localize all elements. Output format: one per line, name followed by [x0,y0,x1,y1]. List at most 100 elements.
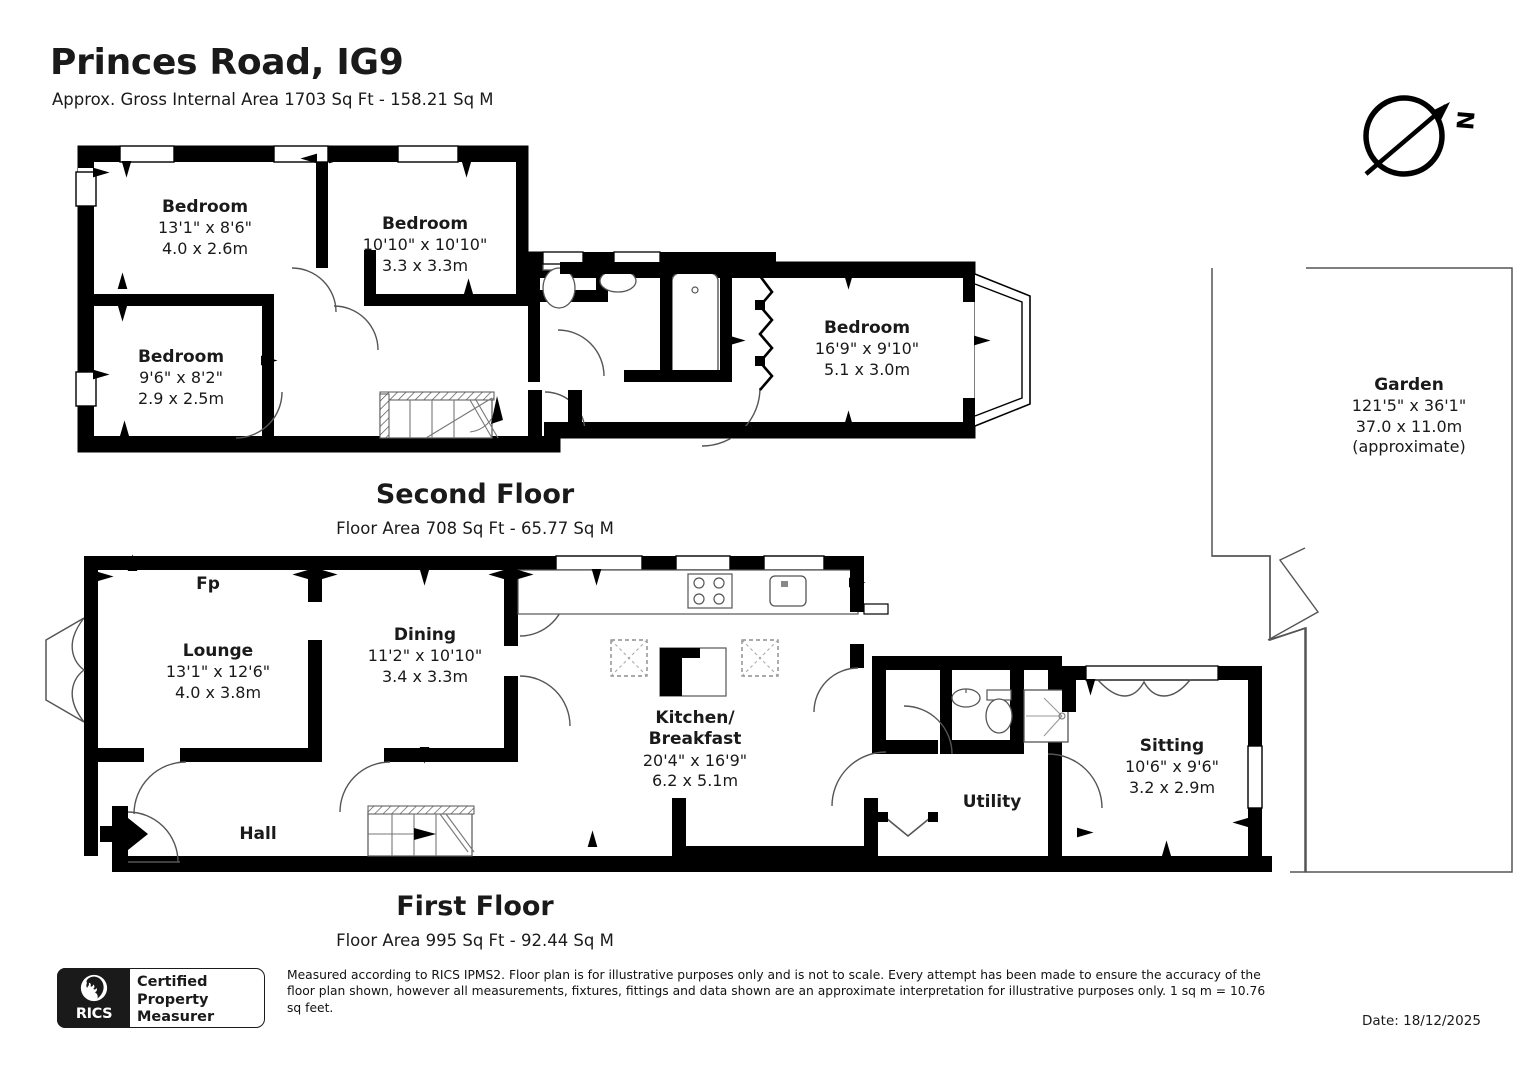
sink-icon [769,575,807,607]
room-metric: 37.0 x 11.0m [1355,416,1463,436]
door-2f-bed2 [333,305,379,351]
wall-1f-dining-right-b [504,676,518,762]
wall-1f-utility-left [872,656,886,752]
window-1f-kitchen-c [763,555,825,571]
dimension-arrows-2f [93,153,991,437]
rics-caption-line-1: Certified [137,974,208,990]
page-title: Princes Road, IG9 [50,42,404,83]
compass-arrowhead [1430,102,1450,122]
room-metric: 4.0 x 2.6m [161,238,249,258]
door-2f-bed1 [291,267,337,313]
room-label-bedroom-1: Bedroom 13'1" x 8'6" 4.0 x 2.6m [105,197,305,259]
garden-break-symbol [1267,547,1320,641]
wall-2f-bed2-bottom [364,294,528,306]
wall-1f-utility-right [1048,656,1062,856]
first-floor-plan [45,554,1272,872]
room-imperial: 10'10" x 10'10" [362,235,488,255]
window-2f-bed2a [273,145,329,163]
plan-date: Date: 18/12/2025 [1362,1013,1481,1029]
rooflight-right [741,639,779,677]
room-imperial: 10'6" x 9'6" [1124,757,1220,777]
wall-2f-bottom-left [78,436,528,452]
basin-fixture-1f [951,688,981,708]
room-label-kitchen-breakfast: Kitchen/ Breakfast 20'4" x 16'9" 6.2 x 5… [600,708,790,791]
kitchen-units-1f [517,569,859,615]
wall-1f-bottom [112,856,1272,872]
window-2f-bed2b [397,145,459,163]
wall-1f-dining-bottom [384,748,518,762]
door-1f-utility-a [831,751,887,807]
room-name: Lounge [182,641,254,661]
wall-2f-bed3-right [262,294,274,436]
bay-window-2f-master [974,273,1031,427]
wall-1f-lounge-bottom [180,748,322,762]
wall-2f-bed1-bed2 [316,162,328,256]
entrance-arrow-icon [100,818,148,850]
rics-logo-text: RICS [75,1006,113,1022]
page-subtitle: Approx. Gross Internal Area 1703 Sq Ft -… [52,90,494,109]
wall-1f-shower-left [940,670,952,754]
room-name: Kitchen/ Breakfast [648,708,742,750]
door-2f-bathroom [557,329,605,377]
door-1f-lounge [133,761,187,815]
rics-lion-icon [80,974,108,1002]
compass-rose: N [1363,95,1478,177]
wall-2f-bed1-bed3 [94,294,274,306]
dimension-arrows-1f [97,554,1249,857]
room-label-hall: Hall [198,824,318,845]
staircase-1f [367,805,475,857]
chimney-breast-2f [758,275,774,391]
door-1f-utility-b [1047,753,1103,809]
wall-2f-master-bottom [560,426,975,438]
bay-window-1f-lounge [45,617,86,723]
door-1f-shower [903,705,953,755]
door-1f-dining-hall [339,761,391,813]
second-floor-plan [75,145,1031,453]
wall-2f-bath-bottom [624,370,732,382]
rics-caption-line-3: Measurer [137,1009,215,1026]
room-imperial: 11'2" x 10'10" [367,646,483,666]
door-1f-utility-rear [885,817,931,838]
wall-1f-lounge-dining-a [308,556,322,602]
staircase-2f [379,391,503,439]
room-imperial: 16'9" x 9'10" [814,339,920,359]
wall-1f-left-upper [84,556,98,856]
room-name: Dining [393,625,457,645]
wall-1f-top [84,556,864,570]
room-metric: 2.9 x 2.5m [137,388,225,408]
wall-1f-kitchen-bottom-left [672,798,686,856]
room-label-bedroom-4: Bedroom 16'9" x 9'10" 5.1 x 3.0m [772,318,962,380]
garden-plan [1211,267,1513,873]
rics-caption-line-2: Property [137,991,209,1008]
wall-1f-kitchen-bottom [684,846,864,858]
wall-2f-master-top [560,262,975,274]
room-label-sitting: Sitting 10'6" x 9'6" 3.2 x 2.9m [1082,736,1262,798]
kitchen-island-1f [659,647,727,697]
room-imperial: 13'1" x 12'6" [165,662,271,682]
second-floor-area: Floor Area 708 Sq Ft - 65.77 Sq M [336,519,614,538]
room-note: (approximate) [1352,436,1466,456]
shower-fixture-1f [1023,689,1069,743]
rics-certified-badge: RICS Certified Property Measurer [57,968,267,1030]
room-metric: 3.2 x 2.9m [1128,777,1216,797]
disclaimer-line-1: Measured according to RICS IPMS2. Floor … [287,968,1261,999]
room-name: Fp [196,574,220,594]
window-2f-bed1 [119,145,175,163]
room-name: Sitting [1139,736,1205,756]
garden-boundary-outer [1212,267,1513,873]
room-metric: 4.0 x 3.8m [174,682,262,702]
room-name: Hall [239,824,277,844]
compass-north-label: N [1450,109,1478,130]
wall-1f-lounge-dining-b [308,640,322,760]
room-label-lounge: Lounge 13'1" x 12'6" 4.0 x 3.8m [118,641,318,703]
second-floor-title: Second Floor [375,479,575,510]
room-label-utility: Utility [902,792,1082,813]
room-imperial: 121'5" x 36'1" [1351,396,1467,416]
room-imperial: 20'4" x 16'9" [642,750,748,770]
room-name: Bedroom [823,318,911,338]
door-1f-sitting-bifold [1097,679,1191,697]
room-name: Bedroom [161,197,249,217]
room-label-bedroom-2: Bedroom 10'10" x 10'10" 3.3 x 3.3m [330,214,520,276]
room-label-garden: Garden 121'5" x 36'1" 37.0 x 11.0m (appr… [1314,375,1504,457]
